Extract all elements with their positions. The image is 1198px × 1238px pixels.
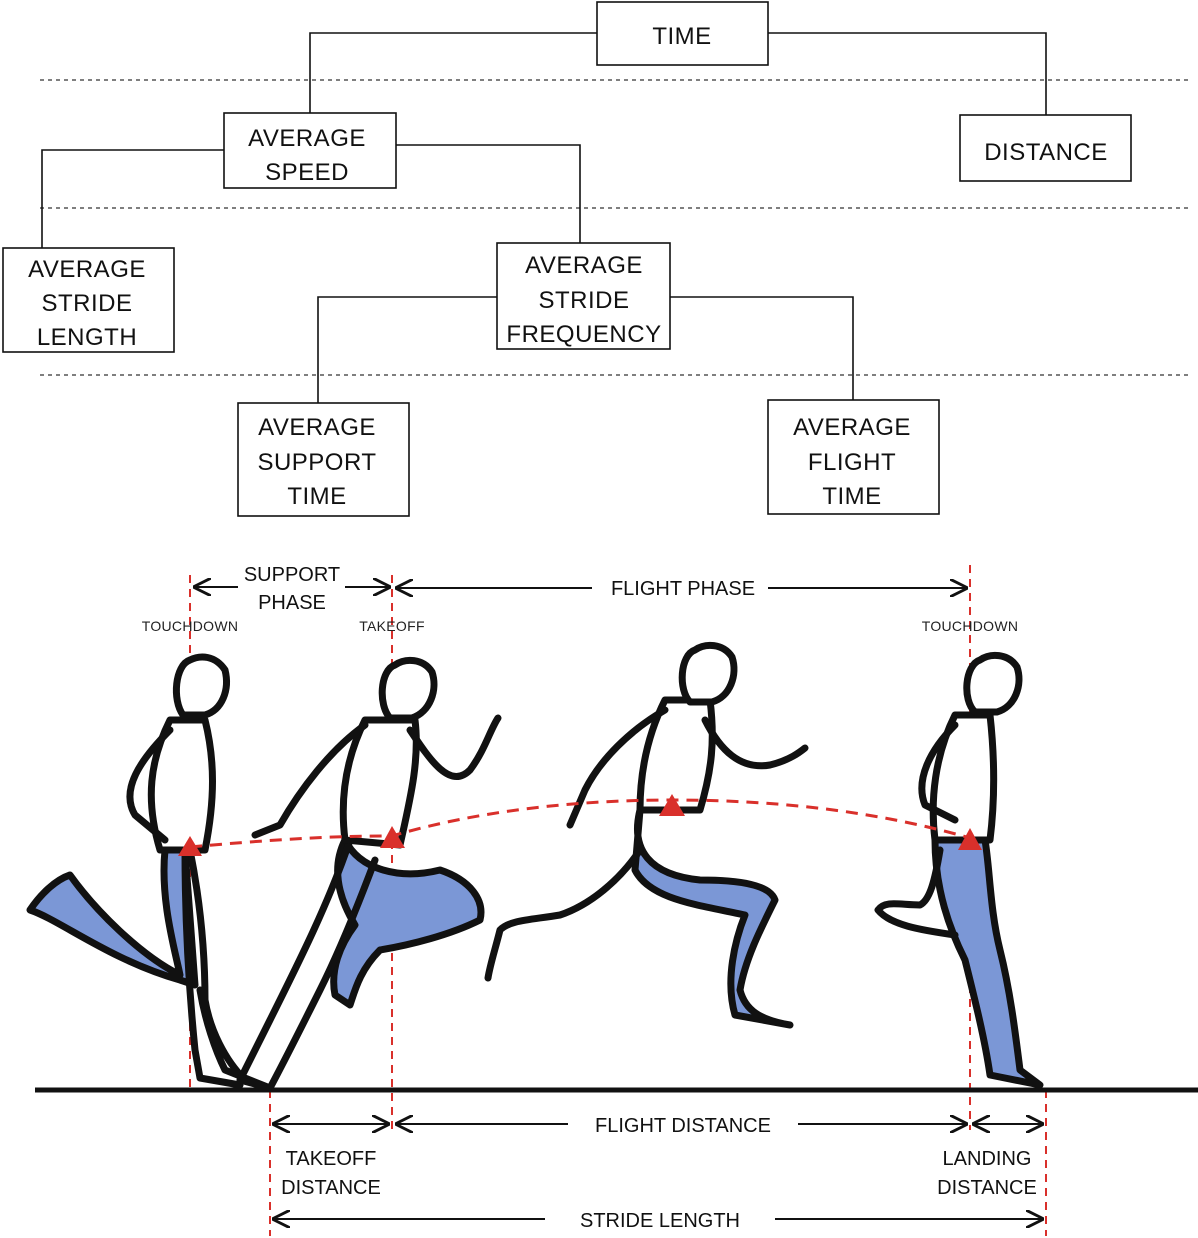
support-phase-label-1: SUPPORT <box>244 564 340 586</box>
support-phase-label-2: PHASE <box>258 592 326 614</box>
runner-3-head <box>678 641 738 706</box>
average-flight-time-box <box>767 399 940 515</box>
runner-4-front-leg <box>931 836 1044 1089</box>
landing-distance-label-1: LANDING <box>943 1148 1032 1170</box>
runner-1-arm <box>126 726 174 844</box>
runner-2-front-arm <box>406 714 502 780</box>
runner-2-lead-leg <box>330 836 485 1009</box>
takeoff-distance-label-1: TAKEOFF <box>286 1148 377 1170</box>
connector-frequency-support <box>317 296 497 403</box>
average-stride-frequency-label-1: AVERAGE <box>525 252 643 279</box>
connector-time-distance <box>768 32 1047 115</box>
average-stride-length-box <box>2 247 175 353</box>
runner-2-head <box>378 656 438 722</box>
com-trajectory <box>189 798 971 849</box>
runner-2-back-arm <box>251 721 369 839</box>
average-stride-frequency-label-3: FREQUENCY <box>506 321 661 348</box>
runner-3-back-leg <box>484 846 644 982</box>
com-marker-2 <box>380 826 405 848</box>
runner-landing <box>874 651 1044 1089</box>
com-marker-3 <box>659 794 685 816</box>
touchdown-2-label: TOUCHDOWN <box>922 618 1019 634</box>
com-marker-1 <box>178 836 202 856</box>
hierarchy-labels: TIME DISTANCE AVERAGE SPEED AVERAGE STRI… <box>28 23 1108 510</box>
runner-4-torso <box>929 711 998 844</box>
average-speed-label-1: AVERAGE <box>248 125 366 152</box>
connector-speed-stride-length <box>41 149 224 248</box>
average-support-time-label-1: AVERAGE <box>258 414 376 441</box>
runner-1-standing-leg <box>181 846 244 1089</box>
runner-2-torso <box>339 716 420 849</box>
average-flight-time-label-1: AVERAGE <box>793 414 911 441</box>
runner-3-front-arm <box>701 716 809 770</box>
average-stride-length-label-2: STRIDE <box>41 290 132 317</box>
runner-takeoff <box>236 656 502 1092</box>
com-marker-4 <box>958 828 982 850</box>
average-speed-label-2: SPEED <box>265 159 349 186</box>
distance-box <box>959 114 1132 182</box>
connector-speed-stride-frequency <box>396 144 581 243</box>
connector-time-speed <box>309 32 597 113</box>
average-flight-time-label-2: FLIGHT <box>808 449 896 476</box>
runner-4-arm <box>918 721 959 824</box>
average-speed-box <box>223 112 397 189</box>
runner-1-back-leg <box>26 846 199 989</box>
flight-distance-label: FLIGHT DISTANCE <box>595 1115 771 1137</box>
touchdown-1-label: TOUCHDOWN <box>142 618 239 634</box>
phase-markers: SUPPORT PHASE FLIGHT PHASE TOUCHDOWN TAK… <box>142 564 1047 1236</box>
takeoff-label: TAKEOFF <box>359 618 425 634</box>
distance-annotations: TAKEOFF DISTANCE FLIGHT DISTANCE LANDING… <box>274 1115 1042 1232</box>
time-label: TIME <box>652 23 711 50</box>
runner-1-head <box>172 653 230 719</box>
average-support-time-box <box>237 402 410 517</box>
time-box <box>596 1 769 66</box>
average-support-time-label-2: SUPPORT <box>257 449 376 476</box>
average-support-time-label-3: TIME <box>287 483 346 510</box>
runner-2-push-leg <box>236 836 379 1092</box>
flight-phase-label: FLIGHT PHASE <box>611 578 755 600</box>
stride-length-label: STRIDE LENGTH <box>580 1210 740 1232</box>
landing-distance-label-2: DISTANCE <box>937 1177 1037 1199</box>
runner-1-torso <box>147 716 216 854</box>
runner-4-back-leg <box>874 846 959 939</box>
runner-figures <box>26 641 1044 1092</box>
runner-touchdown <box>26 653 274 1092</box>
runner-4-head <box>963 651 1023 716</box>
runner-3-back-arm <box>566 706 669 829</box>
distance-label: DISTANCE <box>984 139 1108 166</box>
hierarchy-tree <box>2 1 1190 517</box>
connector-frequency-flight <box>670 296 854 400</box>
average-stride-frequency-box <box>496 242 671 350</box>
average-stride-length-label-3: LENGTH <box>37 324 137 351</box>
runner-3-front-leg <box>631 806 794 1029</box>
runner-1-front-leg <box>186 846 274 1092</box>
takeoff-distance-label-2: DISTANCE <box>281 1177 381 1199</box>
average-stride-frequency-label-2: STRIDE <box>538 287 629 314</box>
runner-flight <box>484 641 809 1029</box>
center-of-mass-path <box>178 794 982 856</box>
average-flight-time-label-3: TIME <box>822 483 881 510</box>
average-stride-length-label-1: AVERAGE <box>28 256 146 283</box>
